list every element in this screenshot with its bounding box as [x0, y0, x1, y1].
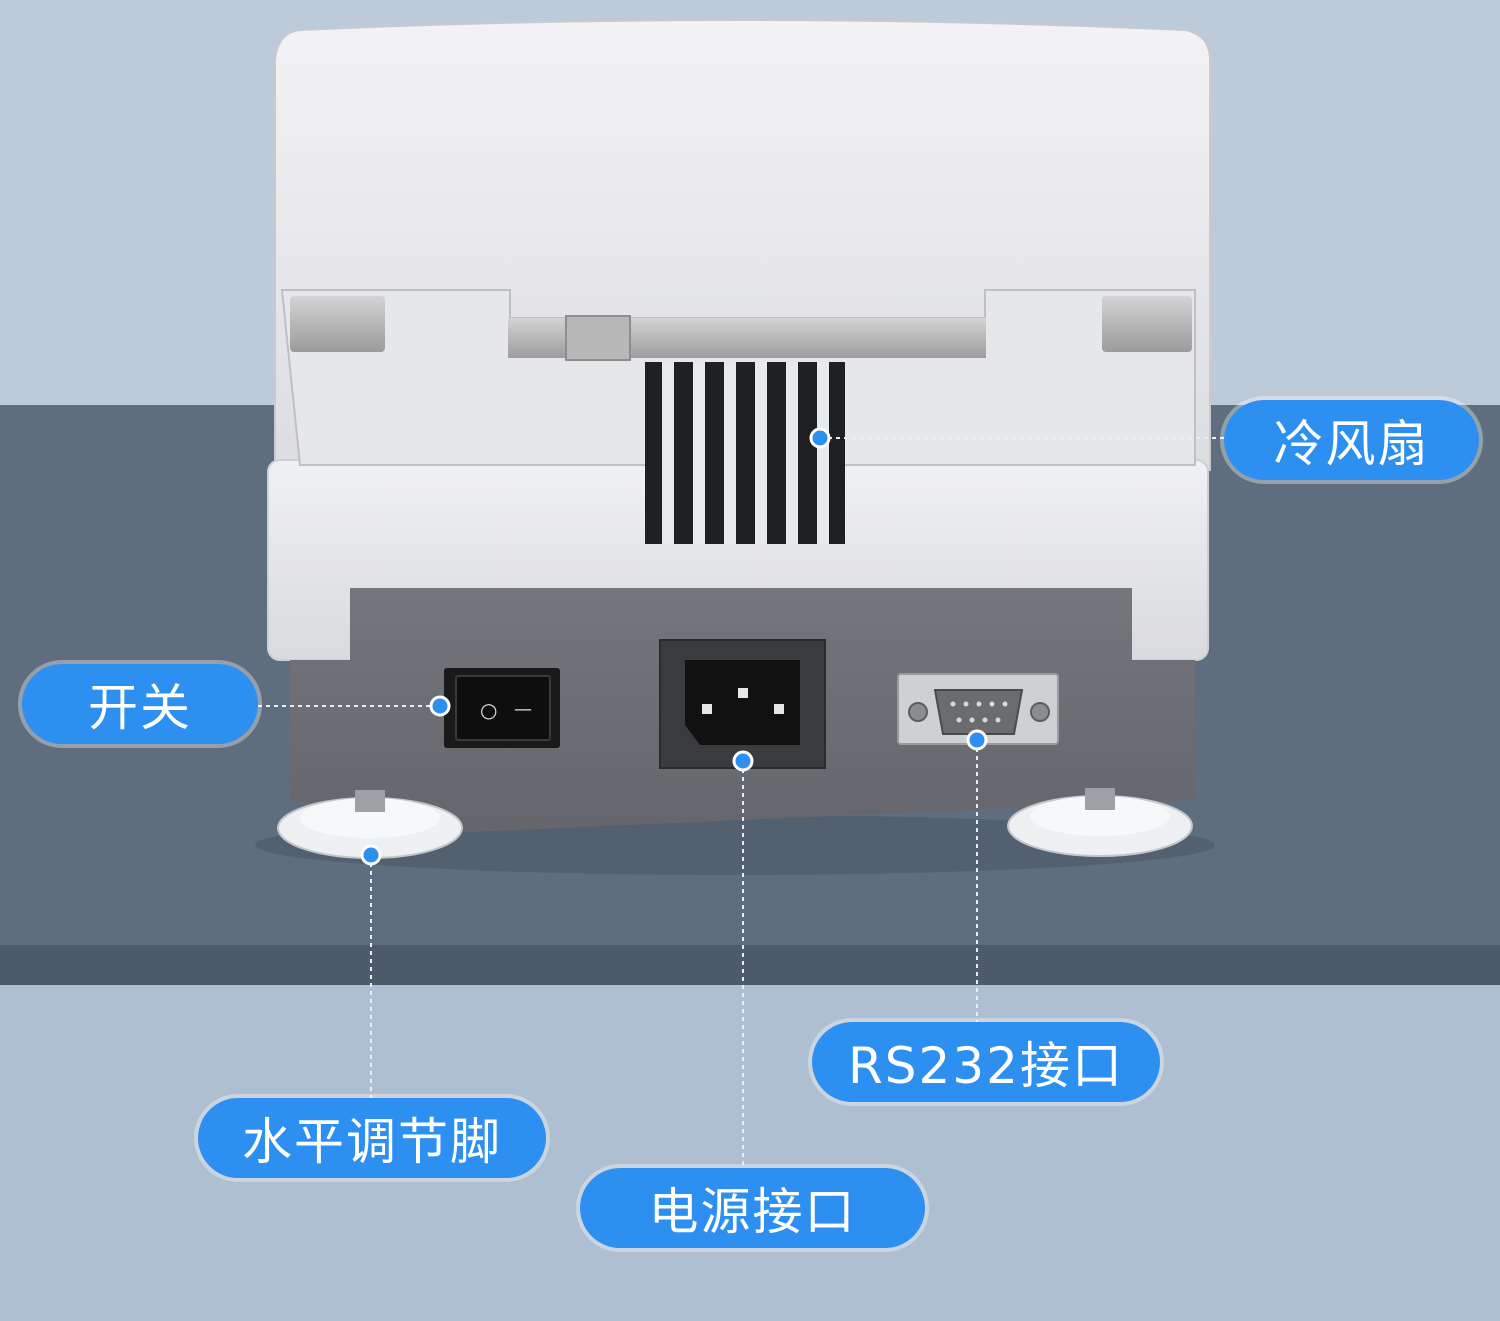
callout-power-switch: 开关: [22, 664, 258, 744]
power-socket: [659, 639, 826, 769]
anchor-dot-rs232: [966, 729, 988, 751]
leveling-foot-right: [1007, 788, 1193, 857]
anchor-dot-switch: [429, 695, 451, 717]
anchor-dot-power: [732, 750, 754, 772]
leveling-foot-left: [277, 790, 463, 859]
hinge-bolt: [565, 315, 631, 361]
anchor-dot-fan: [809, 427, 831, 449]
anchor-dot-foot: [360, 844, 382, 866]
callout-cooling-fan: 冷风扇: [1224, 400, 1479, 480]
switch-on-mark: —: [514, 699, 532, 720]
hinge-right: [1102, 296, 1192, 352]
callout-power-port: 电源接口: [580, 1168, 925, 1248]
switch-off-mark: ○: [480, 698, 498, 722]
power-switch: [444, 668, 560, 748]
callout-rs232-port: RS232接口: [812, 1022, 1160, 1102]
rs232-connector: [897, 673, 1059, 745]
fan-vents: [645, 362, 845, 544]
callout-leveling-foot: 水平调节脚: [198, 1098, 546, 1178]
hinge-left: [290, 296, 385, 352]
table-edge: [0, 945, 1500, 985]
